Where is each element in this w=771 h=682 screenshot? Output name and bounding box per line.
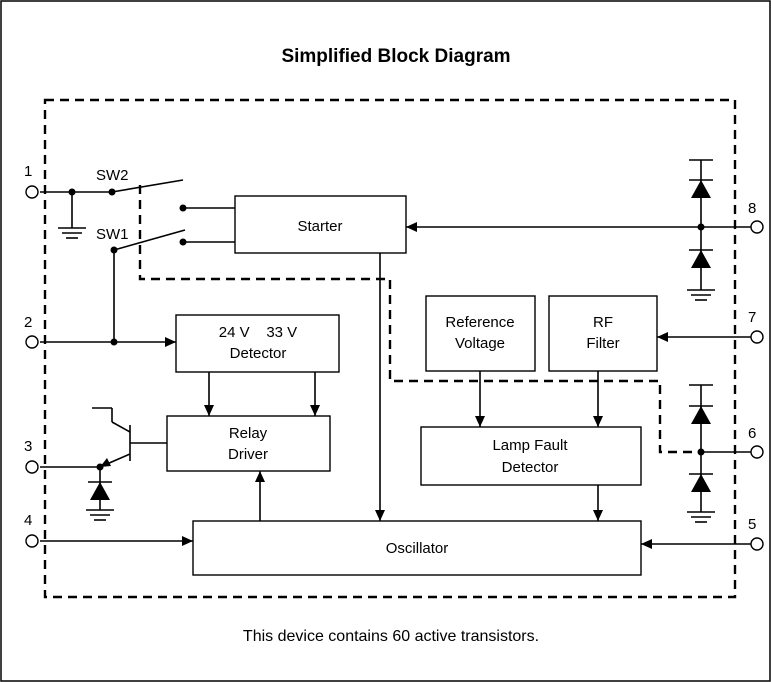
pin1-label: 1 (24, 163, 32, 180)
lamp-label-line1: Lamp Fault (492, 437, 568, 454)
pin4-label: 4 (24, 512, 32, 529)
lamp-label-line2: Detector (502, 459, 559, 476)
pin8-terminal (750, 220, 764, 234)
pin3-transistor (40, 407, 167, 521)
pin8-wiring (406, 159, 751, 301)
pin4-terminal (25, 534, 39, 548)
reference-label-line2: Voltage (455, 335, 505, 352)
oscillator-label: Oscillator (386, 540, 449, 557)
pin2-wiring (40, 337, 176, 347)
reference-voltage-block (425, 295, 536, 372)
pin5-terminal (750, 537, 764, 551)
ground-separator (138, 185, 698, 454)
detector-label-line2: Detector (230, 345, 287, 362)
pin3-terminal (25, 460, 39, 474)
reference-label-line1: Reference (445, 314, 514, 331)
detector-label-line1: 24 V 33 V (219, 324, 297, 341)
oscillator-block (192, 520, 642, 576)
pin6-terminal (750, 445, 764, 459)
lamp-to-oscillator-arrow (593, 485, 603, 521)
detector-to-relay-arrows (204, 372, 320, 416)
diagram-title: Simplified Block Diagram (281, 46, 510, 67)
pin3-label: 3 (24, 438, 32, 455)
pin6-label: 6 (748, 425, 756, 442)
rf-filter-block (548, 295, 658, 372)
relay-label-line1: Relay (229, 425, 268, 442)
pin4-wiring (40, 536, 193, 546)
pin1-terminal (25, 185, 39, 199)
diagram-caption: This device contains 60 active transisto… (243, 628, 539, 645)
switch-contacts (110, 204, 235, 342)
starter-to-oscillator-arrow (375, 253, 385, 521)
pin7-label: 7 (748, 309, 756, 326)
pin5-label: 5 (748, 516, 756, 533)
reference-to-lamp-arrow (475, 371, 485, 427)
oscillator-to-relay-arrow (255, 471, 265, 521)
relay-label-line2: Driver (228, 446, 268, 463)
chip-boundary (43, 98, 737, 599)
detector-block (175, 314, 340, 373)
lamp-fault-detector-block (420, 426, 642, 486)
sw2-label: SW2 (96, 167, 129, 184)
starter-block (234, 195, 407, 254)
rf-to-lamp-arrow (593, 371, 603, 427)
relay-driver-block (166, 415, 331, 472)
rf-label-line1: RF (593, 314, 613, 331)
pin7-terminal (750, 330, 764, 344)
rf-label-line2: Filter (586, 335, 619, 352)
pin6-wiring (687, 384, 751, 523)
pin7-wiring (657, 332, 751, 342)
pin5-wiring (641, 539, 751, 549)
pin2-terminal (25, 335, 39, 349)
sw1-label: SW1 (96, 226, 129, 243)
starter-label: Starter (297, 218, 342, 235)
pin8-label: 8 (748, 200, 756, 217)
pin2-label: 2 (24, 314, 32, 331)
pin1-wiring (40, 179, 184, 239)
